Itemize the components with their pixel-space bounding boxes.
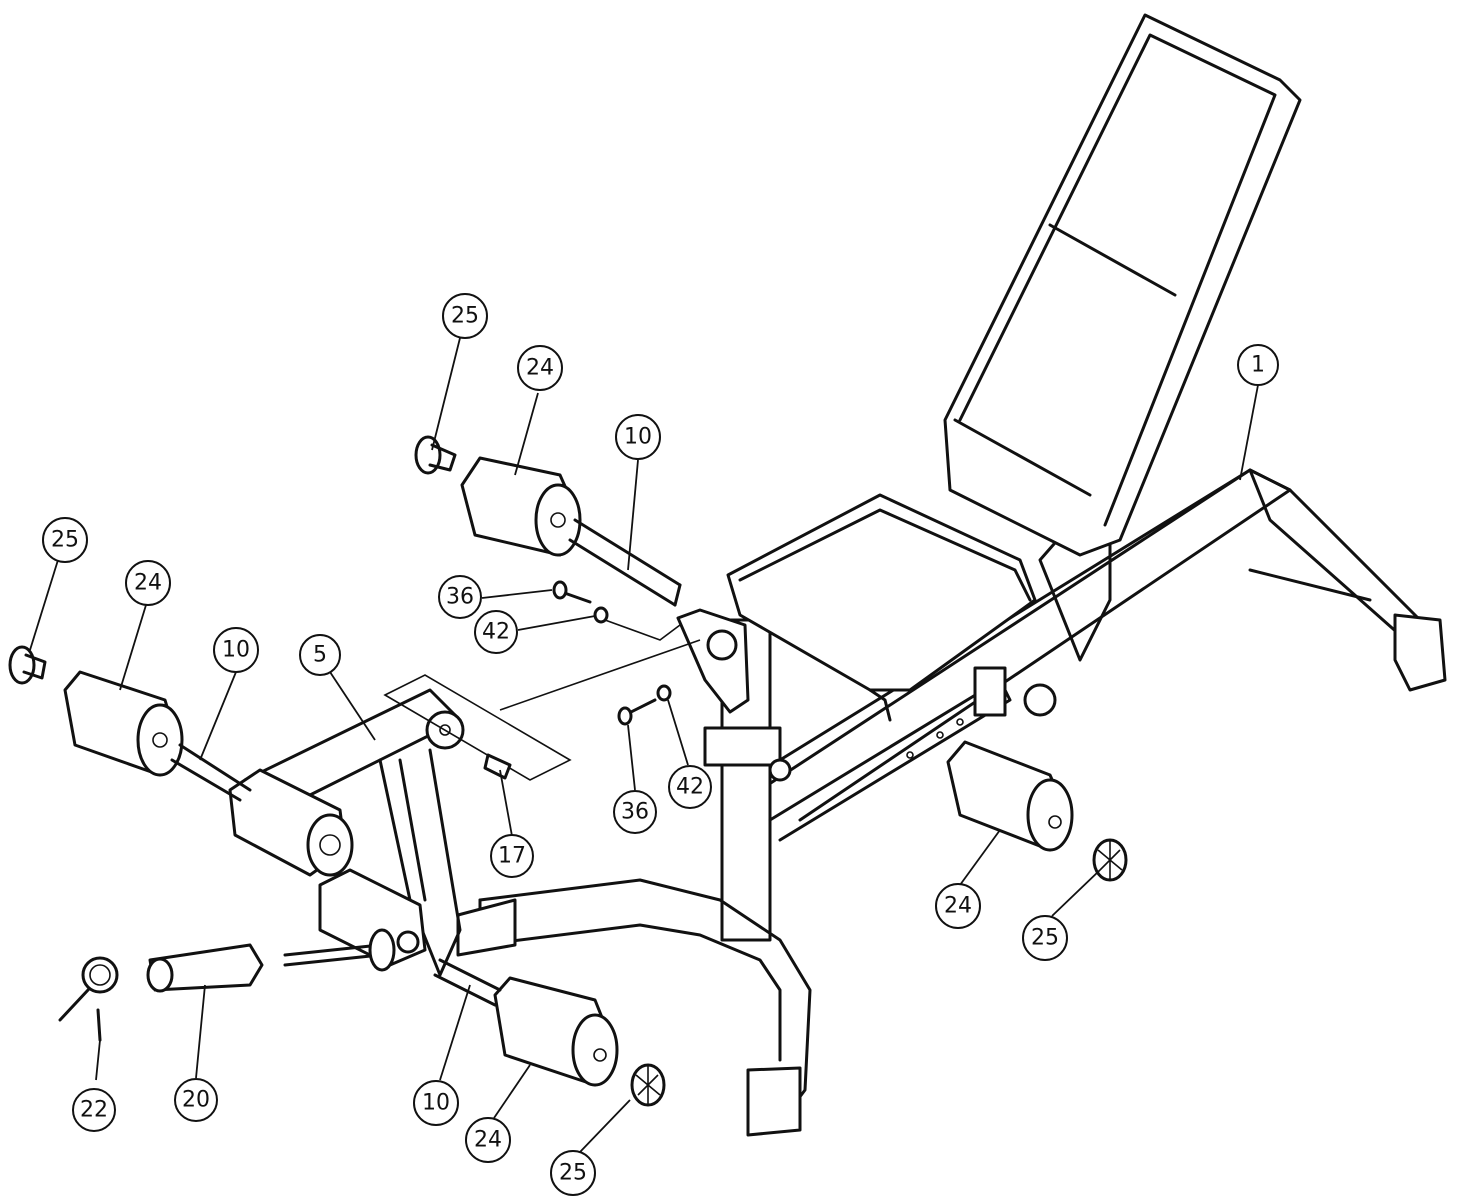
callout-1: 1 [1237,344,1279,386]
callout-42-lower: 42 [668,765,712,809]
roller-24-front [433,958,619,1087]
callout-5: 5 [299,634,341,676]
callout-24-right: 24 [935,883,981,929]
seat-pad [726,493,1037,722]
svg-text:5: 5 [313,643,327,668]
svg-text:36: 36 [621,800,649,825]
svg-text:25: 25 [559,1161,587,1186]
svg-text:17: 17 [498,844,526,869]
svg-text:36: 36 [446,585,474,610]
callout-10-left: 10 [213,627,259,673]
svg-text:25: 25 [451,304,479,329]
svg-text:25: 25 [1031,926,1059,951]
callout-42-upper: 42 [474,610,518,654]
callout-25-top: 25 [442,293,488,339]
end-cap-25-right [1092,838,1128,882]
pivot-hardware [499,580,750,726]
callout-10-top: 10 [615,414,661,460]
callout-22: 22 [72,1088,116,1132]
bench-frame [456,468,1447,1137]
svg-text:25: 25 [51,528,79,553]
callout-24-top: 24 [517,345,563,391]
svg-text:20: 20 [182,1088,210,1113]
pin-22 [58,956,119,1042]
callout-24-bottom: 24 [465,1117,511,1163]
callout-25-bottom: 25 [550,1150,596,1196]
callout-25-left: 25 [42,517,88,563]
svg-text:24: 24 [134,571,162,596]
svg-text:24: 24 [526,356,554,381]
callout-20: 20 [174,1078,218,1122]
callout-36-lower: 36 [613,790,657,834]
svg-text:24: 24 [944,894,972,919]
svg-text:42: 42 [482,620,510,645]
end-cap-25-top [414,435,457,475]
handle-20 [146,928,420,993]
callout-10-bottom: 10 [413,1080,459,1126]
callout-17: 17 [490,834,534,878]
svg-text:22: 22 [80,1098,108,1123]
callout-24-left: 24 [125,560,171,606]
roller-24-top [460,456,682,607]
attachment-roller-upper [228,768,354,877]
svg-text:10: 10 [222,638,250,663]
svg-text:42: 42 [676,775,704,800]
leader-lines [29,337,1259,1153]
leg-attachment [243,674,572,977]
callout-36-upper: 36 [438,575,482,619]
end-cap-25-bottom [630,1063,666,1107]
svg-text:1: 1 [1251,353,1265,378]
svg-text:10: 10 [624,425,652,450]
svg-text:24: 24 [474,1128,502,1153]
svg-text:10: 10 [422,1091,450,1116]
end-cap-25-left [8,645,47,685]
callout-25-right: 25 [1022,915,1068,961]
backrest-pad [943,13,1302,557]
roller-24-right [946,740,1074,852]
roller-24-left [63,670,252,802]
